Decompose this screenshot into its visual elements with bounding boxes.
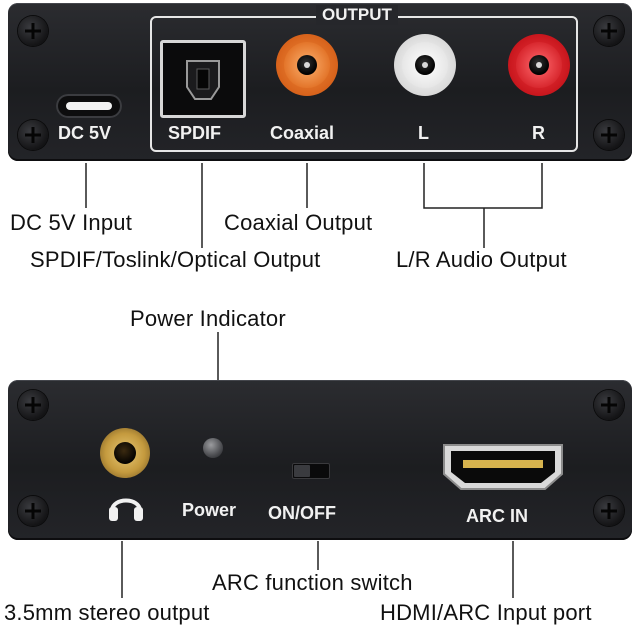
coaxial-output-callout: Coaxial Output xyxy=(224,210,373,235)
switch-label: ON/OFF xyxy=(268,503,336,523)
arc-in-label: ARC IN xyxy=(466,506,528,526)
hdmi-port xyxy=(443,444,563,490)
right-port-label: R xyxy=(532,123,545,143)
left-port-label: L xyxy=(418,123,429,143)
spdif-port-label: SPDIF xyxy=(168,123,222,143)
dc-power-port xyxy=(56,94,122,118)
optical-slot-icon xyxy=(186,60,220,100)
hdmi-input-callout: HDMI/ARC Input port xyxy=(380,600,592,625)
stereo-output-callout: 3.5mm stereo output xyxy=(4,600,210,625)
optical-port xyxy=(160,40,246,118)
screw-icon xyxy=(594,390,624,420)
dc-input-callout: DC 5V Input xyxy=(10,210,133,235)
output-header: OUTPUT xyxy=(316,5,398,25)
left-audio-jack xyxy=(394,34,456,96)
stereo-jack xyxy=(100,428,150,478)
dc-port-label: DC 5V xyxy=(58,123,112,143)
arc-toggle-switch[interactable] xyxy=(292,463,330,479)
right-audio-jack xyxy=(508,34,570,96)
coaxial-jack xyxy=(276,34,338,96)
power-led xyxy=(203,438,223,458)
screw-icon xyxy=(594,120,624,150)
coaxial-port-label: Coaxial xyxy=(270,123,335,143)
screw-icon xyxy=(18,120,48,150)
screw-icon xyxy=(594,16,624,46)
screw-icon xyxy=(18,496,48,526)
lr-output-callout: L/R Audio Output xyxy=(396,247,567,272)
headphones-icon xyxy=(109,498,143,521)
optical-output-callout: SPDIF/Toslink/Optical Output xyxy=(30,247,321,272)
arc-switch-callout: ARC function switch xyxy=(212,570,413,595)
screw-icon xyxy=(18,16,48,46)
power-label: Power xyxy=(182,500,237,520)
screw-icon xyxy=(594,496,624,526)
power-indicator-callout: Power Indicator xyxy=(130,306,286,331)
screw-icon xyxy=(18,390,48,420)
